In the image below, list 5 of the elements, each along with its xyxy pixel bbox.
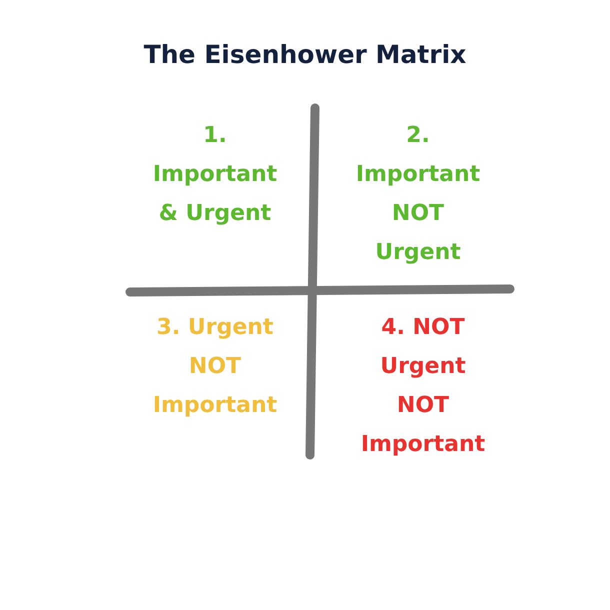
quadrant-label: 2. Important NOT Urgent bbox=[356, 122, 480, 267]
quadrant-label: 4. NOT Urgent NOT Important bbox=[360, 314, 486, 459]
title: The Eisenhower Matrix bbox=[142, 40, 468, 69]
quadrant-label: 3. Urgent NOT Important bbox=[152, 314, 278, 420]
quadrant-label: 1. Important & Urgent bbox=[152, 122, 278, 228]
